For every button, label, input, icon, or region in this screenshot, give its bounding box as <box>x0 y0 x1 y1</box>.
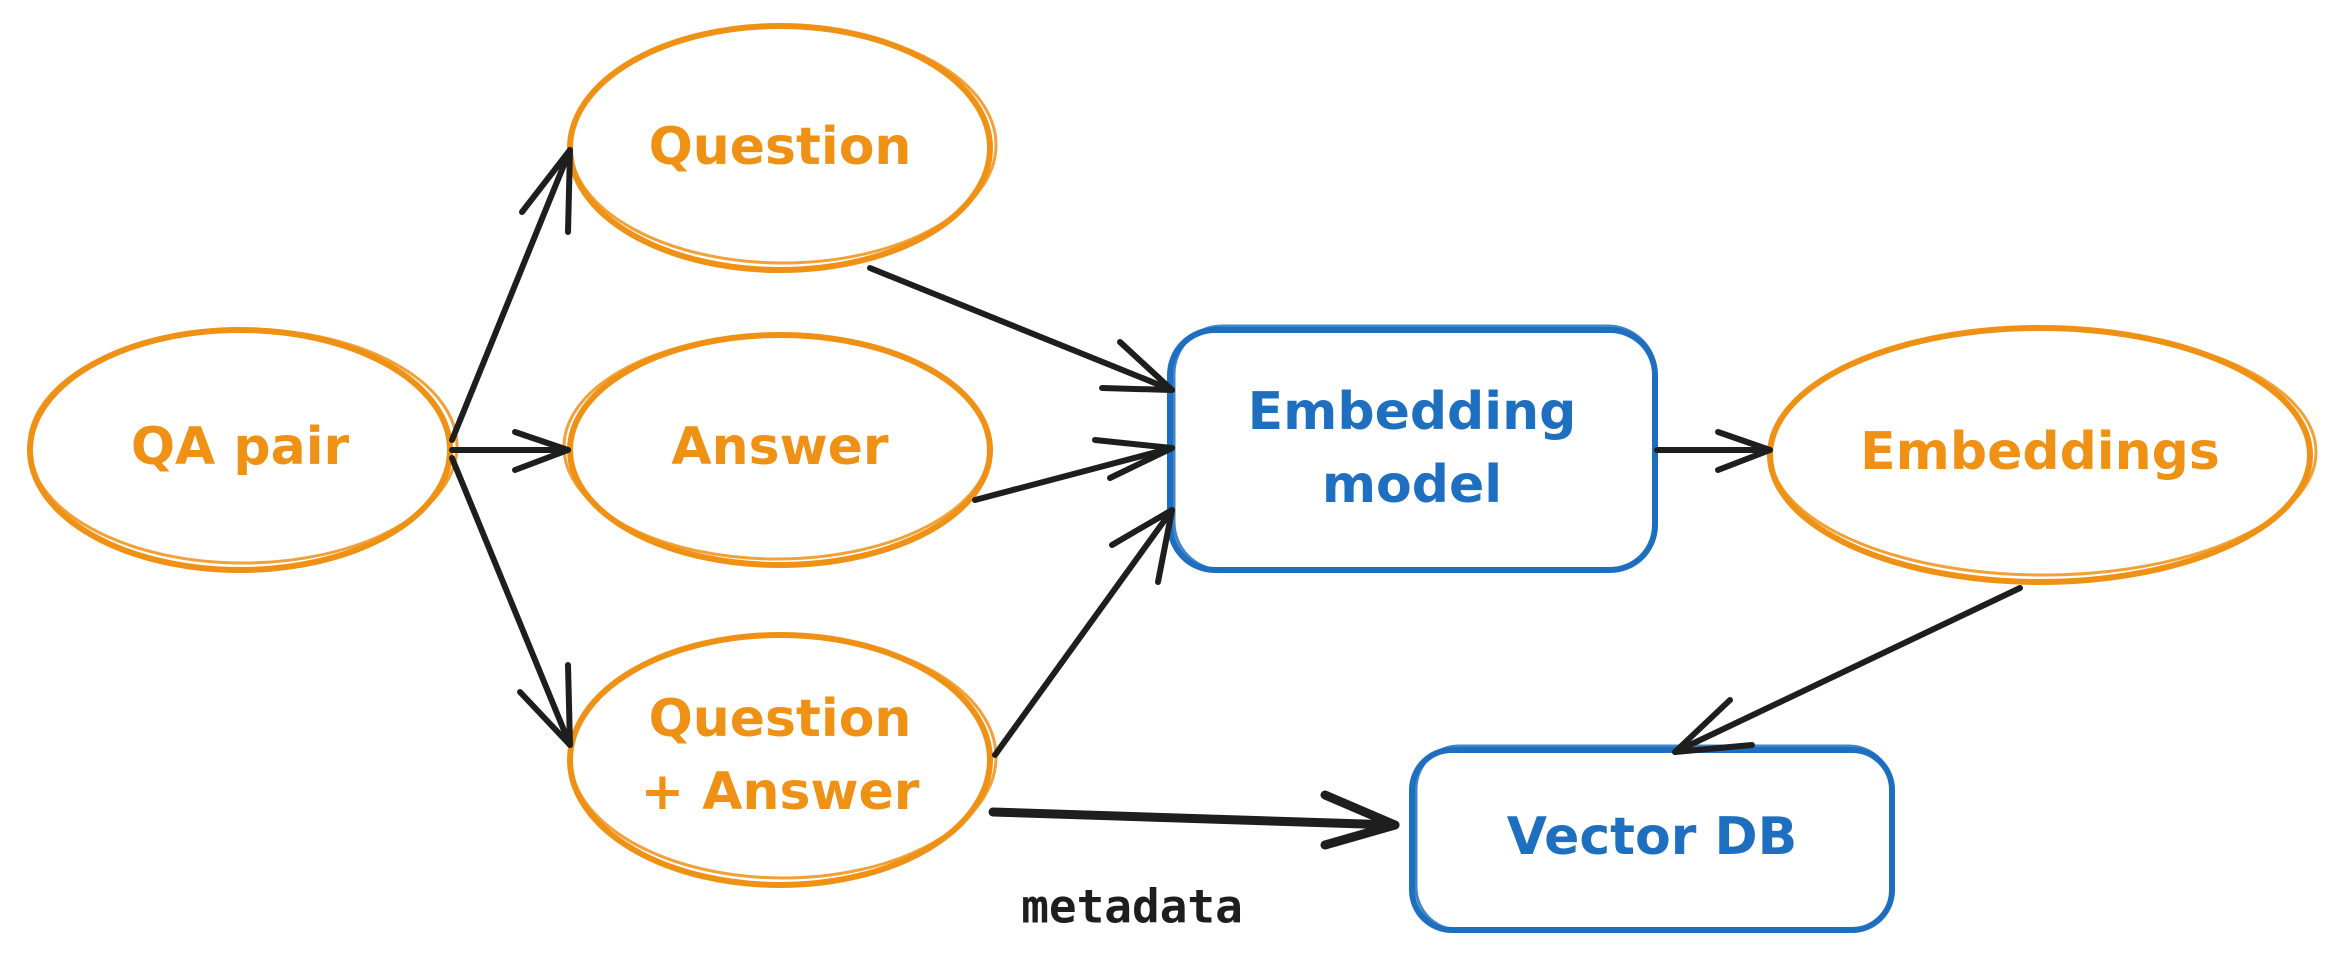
embeddings-label: Embeddings <box>1860 422 2220 482</box>
embeddings-node: Embeddings <box>1767 325 2318 585</box>
metadata-edge-label: metadata <box>1021 880 1243 934</box>
qa-pair-label: QA pair <box>131 417 350 477</box>
vector-db-label: Vector DB <box>1507 807 1798 867</box>
arrow-question-answer-to-vector-db <box>988 790 1400 850</box>
question-answer-label-line2: + Answer <box>641 762 920 822</box>
arrow-embedding-model-to-embeddings <box>1654 429 1773 473</box>
embedding-model-label-line2: model <box>1322 455 1502 515</box>
question-label: Question <box>649 117 912 177</box>
arrow-embeddings-to-vector-db <box>1672 585 2023 755</box>
vector-db-node: Vector DB <box>1409 744 1895 933</box>
question-answer-node: Question + Answer <box>567 632 998 888</box>
arrow-qa-to-answer <box>449 429 571 473</box>
embedding-model-node: Embedding model <box>1167 324 1658 573</box>
arrow-qa-to-question <box>449 147 573 443</box>
arrow-question-to-embedding-model <box>867 265 1175 393</box>
arrow-answer-to-embedding-model <box>972 437 1175 503</box>
answer-label: Answer <box>671 417 889 477</box>
arrow-qa-to-question-answer <box>449 455 573 748</box>
arrow-question-answer-to-embedding-model <box>992 507 1175 758</box>
answer-node: Answer <box>562 332 993 568</box>
question-node: Question <box>567 23 998 273</box>
qa-pair-node: QA pair <box>27 327 459 573</box>
embedding-model-label-line1: Embedding <box>1248 382 1577 442</box>
question-answer-label-line1: Question <box>649 689 912 749</box>
